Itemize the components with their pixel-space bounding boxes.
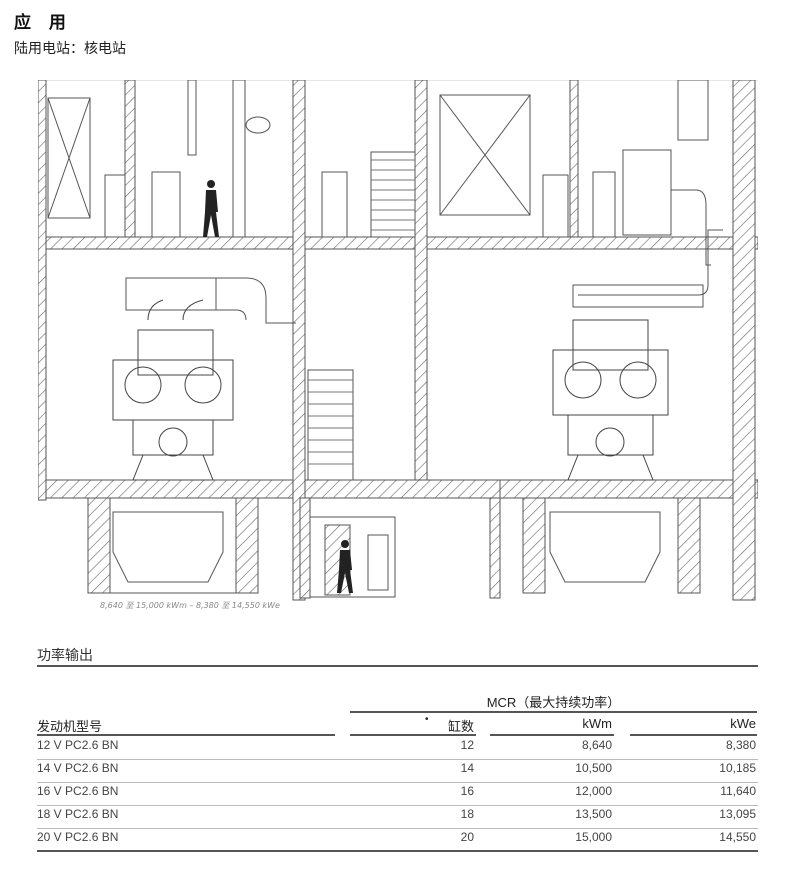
cell-kwe: 8,380 <box>725 738 756 752</box>
person-figure-lower <box>337 540 353 593</box>
cell-model: 12 V PC2.6 BN <box>37 738 119 752</box>
row-divider <box>37 828 758 829</box>
cell-model: 14 V PC2.6 BN <box>37 761 119 775</box>
column-header-cylinders: 缸数 <box>447 719 474 734</box>
group-header-rule <box>350 711 757 713</box>
cell-kwe: 11,640 <box>720 784 756 798</box>
page-subtitle: 陆用电站：核电站 <box>14 41 126 57</box>
column-header-kwe: kWe <box>730 716 756 731</box>
cell-kwm: 13,500 <box>575 807 612 821</box>
cell-kwm: 8,640 <box>581 738 612 752</box>
header-rule <box>350 734 476 736</box>
right-engine <box>552 319 669 481</box>
figure-caption: 8,640 至 15,000 kWm – 8,380 至 14,550 kWe <box>100 601 280 610</box>
row-divider <box>37 805 758 806</box>
column-header-model: 发动机型号 <box>37 719 103 734</box>
row-divider <box>37 782 758 783</box>
cell-kwe: 14,550 <box>719 830 756 844</box>
cell-kwe: 13,095 <box>719 807 756 821</box>
cell-kwm: 15,000 <box>575 830 612 844</box>
power-plant-cross-section-drawing <box>38 80 758 601</box>
table-bottom-rule <box>37 850 758 852</box>
cell-kwm: 10,500 <box>575 761 612 775</box>
cell-cylinders: 20 <box>460 830 474 844</box>
cell-model: 20 V PC2.6 BN <box>37 830 119 844</box>
mcr-group-header: MCR（最大持续功率） <box>486 695 621 710</box>
person-figure-upper <box>203 180 219 237</box>
section-divider <box>37 665 758 667</box>
cell-cylinders: 18 <box>460 807 474 821</box>
cell-cylinders: 12 <box>460 738 474 752</box>
cell-model: 18 V PC2.6 BN <box>37 807 119 821</box>
header-rule <box>630 734 757 736</box>
left-engine <box>112 299 234 481</box>
header-rule <box>490 734 614 736</box>
page-title: 应 用 <box>14 13 72 33</box>
right-wall <box>732 80 756 601</box>
central-wall <box>292 80 306 601</box>
row-divider <box>37 759 758 760</box>
cell-cylinders: 14 <box>460 761 474 775</box>
section-title: 功率输出 <box>37 648 93 664</box>
header-rule <box>37 734 335 736</box>
cell-kwm: 12,000 <box>575 784 612 798</box>
cell-cylinders: 16 <box>460 784 474 798</box>
footnote-marker: • <box>425 714 429 725</box>
cell-model: 16 V PC2.6 BN <box>37 784 119 798</box>
column-header-kwm: kWm <box>582 716 612 731</box>
upper-floor-slab <box>38 236 758 250</box>
cell-kwe: 10,185 <box>719 761 756 775</box>
